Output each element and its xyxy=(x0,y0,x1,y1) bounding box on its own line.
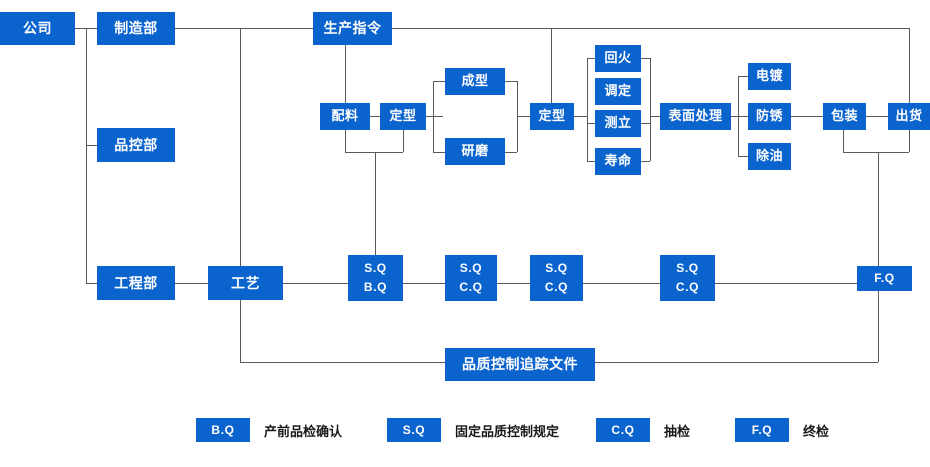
node-surface-treatment[interactable]: 表面处理 xyxy=(660,103,731,130)
node-degreasing[interactable]: 除油 xyxy=(748,143,791,170)
connector-shaping2-to-test-bracket xyxy=(573,116,587,117)
node-electroplating[interactable]: 电镀 xyxy=(748,63,791,90)
connector-bracket-to-forming xyxy=(433,81,445,82)
node-shaping-1[interactable]: 定型 xyxy=(380,103,426,130)
checkpoint-cp3-bottom: C.Q xyxy=(544,279,569,294)
node-production-order[interactable]: 生产指令 xyxy=(313,12,392,45)
connector-bracket-to-lifespan xyxy=(587,161,595,162)
node-manufacturing-dept[interactable]: 制造部 xyxy=(97,12,175,45)
connector-rustproof-to-packaging xyxy=(790,116,823,117)
connector-packaging-shipping-join xyxy=(843,152,909,153)
node-company[interactable]: 公司 xyxy=(0,12,75,45)
connector-bracket-to-grinding xyxy=(433,152,445,153)
node-tempering[interactable]: 回火 xyxy=(595,45,641,72)
connector-test-right-bracket xyxy=(650,58,651,161)
connector-cp2-to-cp3 xyxy=(497,283,530,284)
connector-left-bracket-forming xyxy=(433,81,434,152)
connector-forming-to-right-bracket xyxy=(505,81,517,82)
node-measuring[interactable]: 测立 xyxy=(595,110,641,137)
connector-shaping1-to-bracket xyxy=(425,116,443,117)
connector-bracket-to-plating xyxy=(738,76,748,77)
connector-cp4-to-fq xyxy=(715,283,857,284)
node-quality-tracking-doc[interactable]: 品质控制追踪文件 xyxy=(445,348,595,381)
node-shaping-2[interactable]: 定型 xyxy=(530,103,574,130)
checkpoint-cp1-top: S.Q xyxy=(364,260,387,275)
connector-order-to-batching xyxy=(345,45,346,103)
connector-join-to-cp1 xyxy=(375,152,376,255)
node-shipping[interactable]: 出货 xyxy=(888,103,930,130)
connector-cp3-to-cp4 xyxy=(583,283,660,284)
checkpoint-cp3[interactable]: S.Q C.Q xyxy=(530,255,583,301)
connector-batching-shaping1-join xyxy=(345,152,403,153)
checkpoint-cp4-bottom: C.Q xyxy=(675,279,700,294)
connector-shipping-down xyxy=(909,130,910,152)
connector-batching-down xyxy=(345,130,346,152)
connector-trunk-to-shipping xyxy=(909,28,910,103)
node-batching[interactable]: 配料 xyxy=(320,103,370,130)
legend-chip-cq: C.Q xyxy=(596,418,650,442)
connector-bracket-to-rustproof xyxy=(738,116,748,117)
connector-packaging-down xyxy=(843,130,844,152)
legend-chip-bq: B.Q xyxy=(196,418,250,442)
node-process[interactable]: 工艺 xyxy=(208,266,283,300)
legend-item-fq: F.Q 终检 xyxy=(735,418,829,442)
legend-chip-sq: S.Q xyxy=(387,418,441,442)
connector-batching-to-shaping1 xyxy=(370,116,380,117)
connector-test-left-bracket xyxy=(587,58,588,161)
connector-lifespan-to-right-bracket xyxy=(640,161,650,162)
node-packaging[interactable]: 包装 xyxy=(823,103,866,130)
node-qc-dept[interactable]: 品控部 xyxy=(97,128,175,162)
node-lifespan[interactable]: 寿命 xyxy=(595,148,641,175)
node-rustproofing[interactable]: 防锈 xyxy=(748,103,791,130)
connector-doc-bottom-left xyxy=(240,362,445,363)
connector-spine-to-qc xyxy=(86,145,97,146)
connector-bracket-to-surface xyxy=(650,116,660,117)
node-grinding[interactable]: 研磨 xyxy=(445,138,505,165)
connector-cp1-to-cp2 xyxy=(403,283,445,284)
connector-packaging-to-shipping xyxy=(865,116,888,117)
checkpoint-cp4[interactable]: S.Q C.Q xyxy=(660,255,715,301)
checkpoint-cp1[interactable]: S.Q B.Q xyxy=(348,255,403,301)
connector-bracket-to-tempering xyxy=(587,58,595,59)
legend-item-cq: C.Q 抽检 xyxy=(596,418,690,442)
connector-spine-to-engineering xyxy=(86,283,97,284)
connector-measuring-to-right-bracket xyxy=(640,123,650,124)
connector-order-top-right xyxy=(392,28,909,29)
connector-tempering-to-right-bracket xyxy=(640,58,650,59)
connector-trunk-to-process xyxy=(240,28,241,283)
node-forming[interactable]: 成型 xyxy=(445,68,505,95)
checkpoint-cp1-bottom: B.Q xyxy=(363,279,388,294)
connector-manufacturing-to-order xyxy=(175,28,313,29)
legend-item-sq: S.Q 固定品质控制规定 xyxy=(387,418,559,442)
connector-engineering-to-process xyxy=(175,283,208,284)
checkpoint-cp3-top: S.Q xyxy=(545,260,568,275)
checkpoint-cp2[interactable]: S.Q C.Q xyxy=(445,255,497,301)
connector-trunk-to-shaping2 xyxy=(551,28,552,103)
connector-shaping1-down xyxy=(403,130,404,152)
checkpoint-fq[interactable]: F.Q xyxy=(857,266,912,291)
connector-process-to-doc xyxy=(240,300,241,362)
node-adjusting[interactable]: 调定 xyxy=(595,78,641,105)
checkpoint-cp2-top: S.Q xyxy=(459,260,483,275)
connector-process-to-cp1 xyxy=(283,283,348,284)
connector-grinding-to-right-bracket xyxy=(505,152,517,153)
checkpoint-cp2-bottom: C.Q xyxy=(459,279,483,294)
connector-join-to-fq xyxy=(878,152,879,266)
connector-bracket-to-degrease xyxy=(738,156,748,157)
connector-left-spine xyxy=(86,28,87,283)
connector-bracket-to-measuring xyxy=(587,123,595,124)
legend-desc-cq: 抽检 xyxy=(664,423,691,439)
connector-bracket-to-shaping2 xyxy=(517,116,530,117)
legend-desc-sq: 固定品质控制规定 xyxy=(455,423,560,439)
connector-fq-to-doc xyxy=(878,290,879,362)
legend-desc-fq: 终检 xyxy=(803,423,830,439)
checkpoint-cp4-top: S.Q xyxy=(676,260,699,275)
connector-doc-bottom-right xyxy=(595,362,878,363)
legend-item-bq: B.Q 产前品检确认 xyxy=(196,418,342,442)
connector-surface-to-plating-bracket xyxy=(730,116,742,117)
legend-chip-fq: F.Q xyxy=(735,418,789,442)
node-engineering-dept[interactable]: 工程部 xyxy=(97,266,175,300)
legend-desc-bq: 产前品检确认 xyxy=(264,423,343,439)
